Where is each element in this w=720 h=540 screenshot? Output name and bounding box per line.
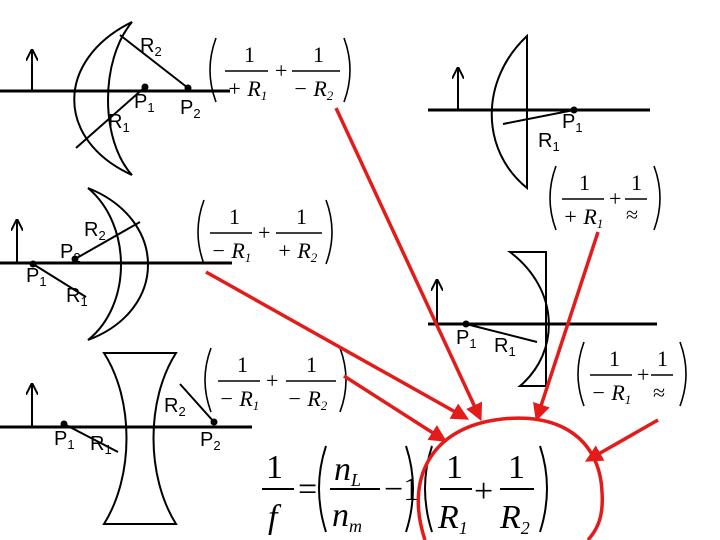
radius-line-r2 (119, 34, 189, 89)
svg-text:=: = (298, 471, 317, 508)
label-r1: R1 (90, 433, 112, 457)
svg-text:+ R2: + R2 (277, 238, 318, 265)
center-p2 (184, 84, 192, 92)
center-p1 (29, 260, 37, 268)
radius-line-r1 (32, 263, 87, 298)
label-r2: R2 (140, 35, 162, 59)
svg-text:1: 1 (508, 449, 525, 486)
arrow-from-eq2 (533, 231, 600, 422)
svg-text:1: 1 (266, 449, 283, 486)
equation-4: 1 1 + − R1 ≈ (577, 341, 687, 407)
svg-text:1: 1 (657, 346, 668, 371)
svg-text:+: + (609, 186, 621, 211)
svg-text:R1: R1 (437, 499, 468, 538)
center-p1 (60, 420, 68, 428)
radius-line-r1 (502, 109, 575, 125)
lens-plano-concave (507, 251, 550, 387)
svg-text:≈: ≈ (653, 380, 665, 405)
svg-text:+ R1: + R1 (227, 76, 267, 103)
svg-text:nm: nm (332, 497, 362, 536)
arrow-from-eq3 (205, 270, 470, 420)
svg-text:1: 1 (306, 352, 317, 377)
radius-line-r1 (465, 323, 538, 343)
equation-3: 1 1 + − R1 + R2 (197, 199, 333, 265)
label-p1: P1 (562, 111, 583, 135)
svg-text:−1: −1 (384, 471, 420, 508)
panel-meniscus-positive: R2 P1 P2 R1 (0, 21, 230, 176)
red-arrows (205, 107, 659, 462)
label-p1: P1 (26, 265, 47, 289)
svg-text:+: + (275, 58, 287, 83)
panel-plano-concave: P1 R1 (428, 251, 657, 387)
svg-text:+: + (474, 473, 493, 510)
radius-line-r2 (74, 221, 141, 260)
center-p2 (210, 418, 218, 426)
panel-biconcave: R2 P1 R1 P2 (0, 352, 252, 525)
svg-text:+: + (258, 220, 270, 245)
label-p1: P1 (134, 91, 155, 115)
label-p2: P2 (200, 429, 221, 453)
equation-5: 1 1 + − R1 − R2 (204, 347, 347, 413)
svg-text:1: 1 (237, 352, 248, 377)
center-p1 (141, 83, 149, 91)
svg-text:+ R1: + R1 (563, 204, 603, 231)
arrow-from-eq1 (334, 107, 483, 422)
arrow-from-eq5 (343, 374, 447, 442)
svg-text:1: 1 (609, 346, 620, 371)
label-r1: R1 (538, 130, 560, 154)
lensmaker-equation: 1 f = nL nm −1 1 R1 + 1 R2 (262, 445, 548, 538)
label-r1: R1 (108, 111, 130, 135)
svg-text:− R2: − R2 (293, 76, 334, 103)
arrow-from-eq4 (584, 418, 659, 462)
label-p2: P2 (180, 97, 201, 121)
label-p2: P2 (60, 241, 81, 265)
svg-text:− R2: − R2 (287, 386, 328, 413)
panel-meniscus-negative: R2 P2 P1 R1 (0, 187, 232, 341)
radius-line-r1 (75, 86, 146, 149)
panel-plano-convex: P1 R1 (428, 33, 650, 191)
label-r2: R2 (84, 219, 106, 243)
svg-text:+: + (266, 368, 278, 393)
svg-text:− R1: − R1 (591, 380, 631, 407)
svg-text:nL: nL (334, 451, 361, 490)
lens-plano-convex (490, 33, 528, 191)
label-p1: P1 (54, 428, 75, 452)
label-r1: R1 (66, 285, 88, 309)
svg-text:≈: ≈ (626, 202, 638, 227)
center-p1 (570, 106, 578, 114)
svg-text:f: f (268, 499, 282, 536)
svg-text:R2: R2 (499, 499, 530, 538)
equation-2: 1 1 + + R1 ≈ (549, 165, 661, 231)
label-p1: P1 (456, 327, 477, 351)
radius-line-r2 (179, 383, 215, 423)
svg-text:1: 1 (313, 42, 324, 67)
svg-text:1: 1 (244, 42, 255, 67)
svg-text:1: 1 (446, 449, 463, 486)
lens-meniscus (73, 21, 133, 176)
lens-biconcave (102, 352, 178, 525)
svg-text:1: 1 (229, 204, 240, 229)
center-p2 (71, 255, 79, 263)
label-r1: R1 (494, 335, 516, 359)
center-p1 (462, 320, 470, 328)
label-r2: R2 (164, 395, 186, 419)
lens-meniscus (87, 187, 149, 341)
radius-line-r1 (63, 423, 119, 453)
svg-text:1: 1 (296, 204, 307, 229)
svg-text:1: 1 (579, 170, 590, 195)
svg-text:− R1: − R1 (219, 386, 259, 413)
equation-1: 1 1 + + R1 − R2 (209, 37, 351, 103)
svg-text:− R1: − R1 (211, 238, 251, 265)
svg-text:+: + (637, 362, 649, 387)
svg-text:1: 1 (631, 170, 642, 195)
